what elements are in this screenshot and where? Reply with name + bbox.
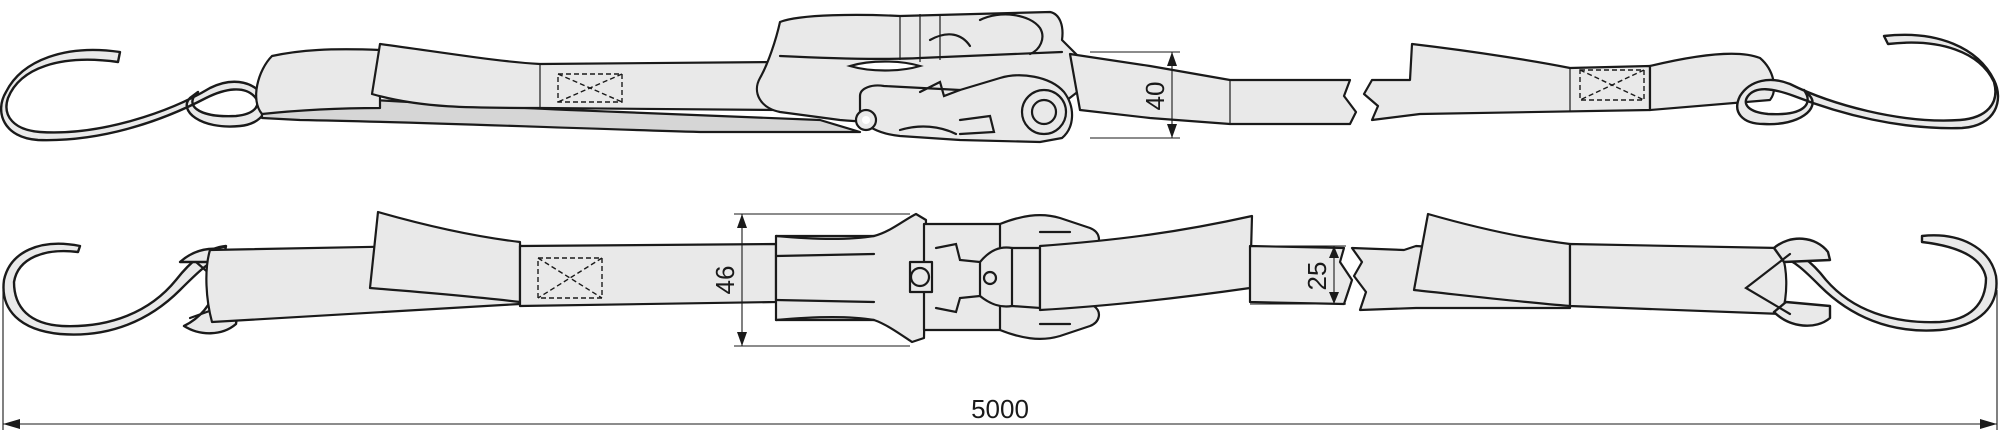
side-right-s-hook bbox=[1736, 33, 2000, 130]
top-right-strap-end bbox=[1568, 242, 1788, 316]
top-right-webbing-a bbox=[1248, 244, 1354, 306]
side-left-webbing bbox=[370, 42, 782, 112]
side-left-s-hook bbox=[0, 48, 268, 142]
dim-overall-length-label: 5000 bbox=[971, 394, 1029, 424]
top-ratchet-handle bbox=[774, 212, 928, 344]
top-right-overlap-flap bbox=[1412, 212, 1572, 308]
top-left-overlap-flap bbox=[368, 210, 522, 304]
top-left-stitch-box bbox=[537, 257, 603, 299]
dim-strap-width-label: 25 bbox=[1302, 262, 1332, 291]
side-right-webbing-a bbox=[1068, 52, 1358, 126]
side-left-stitch-box bbox=[557, 73, 623, 103]
side-right-stitch-box bbox=[1579, 69, 1645, 101]
dim-overall-length: 5000 bbox=[2, 290, 1998, 430]
top-view bbox=[2, 210, 1998, 344]
dim-strap-width: 25 bbox=[1250, 245, 1346, 305]
dim-side-height: 40 bbox=[1090, 51, 1180, 139]
side-ratchet-body bbox=[858, 74, 1074, 144]
side-right-webbing-b bbox=[1362, 42, 1652, 122]
side-view bbox=[0, 10, 2000, 144]
dim-ratchet-width-label: 46 bbox=[710, 266, 740, 295]
dim-ratchet-width: 46 bbox=[710, 213, 910, 347]
side-left-strap-flap bbox=[255, 48, 382, 116]
dim-side-height-label: 40 bbox=[1140, 82, 1170, 111]
